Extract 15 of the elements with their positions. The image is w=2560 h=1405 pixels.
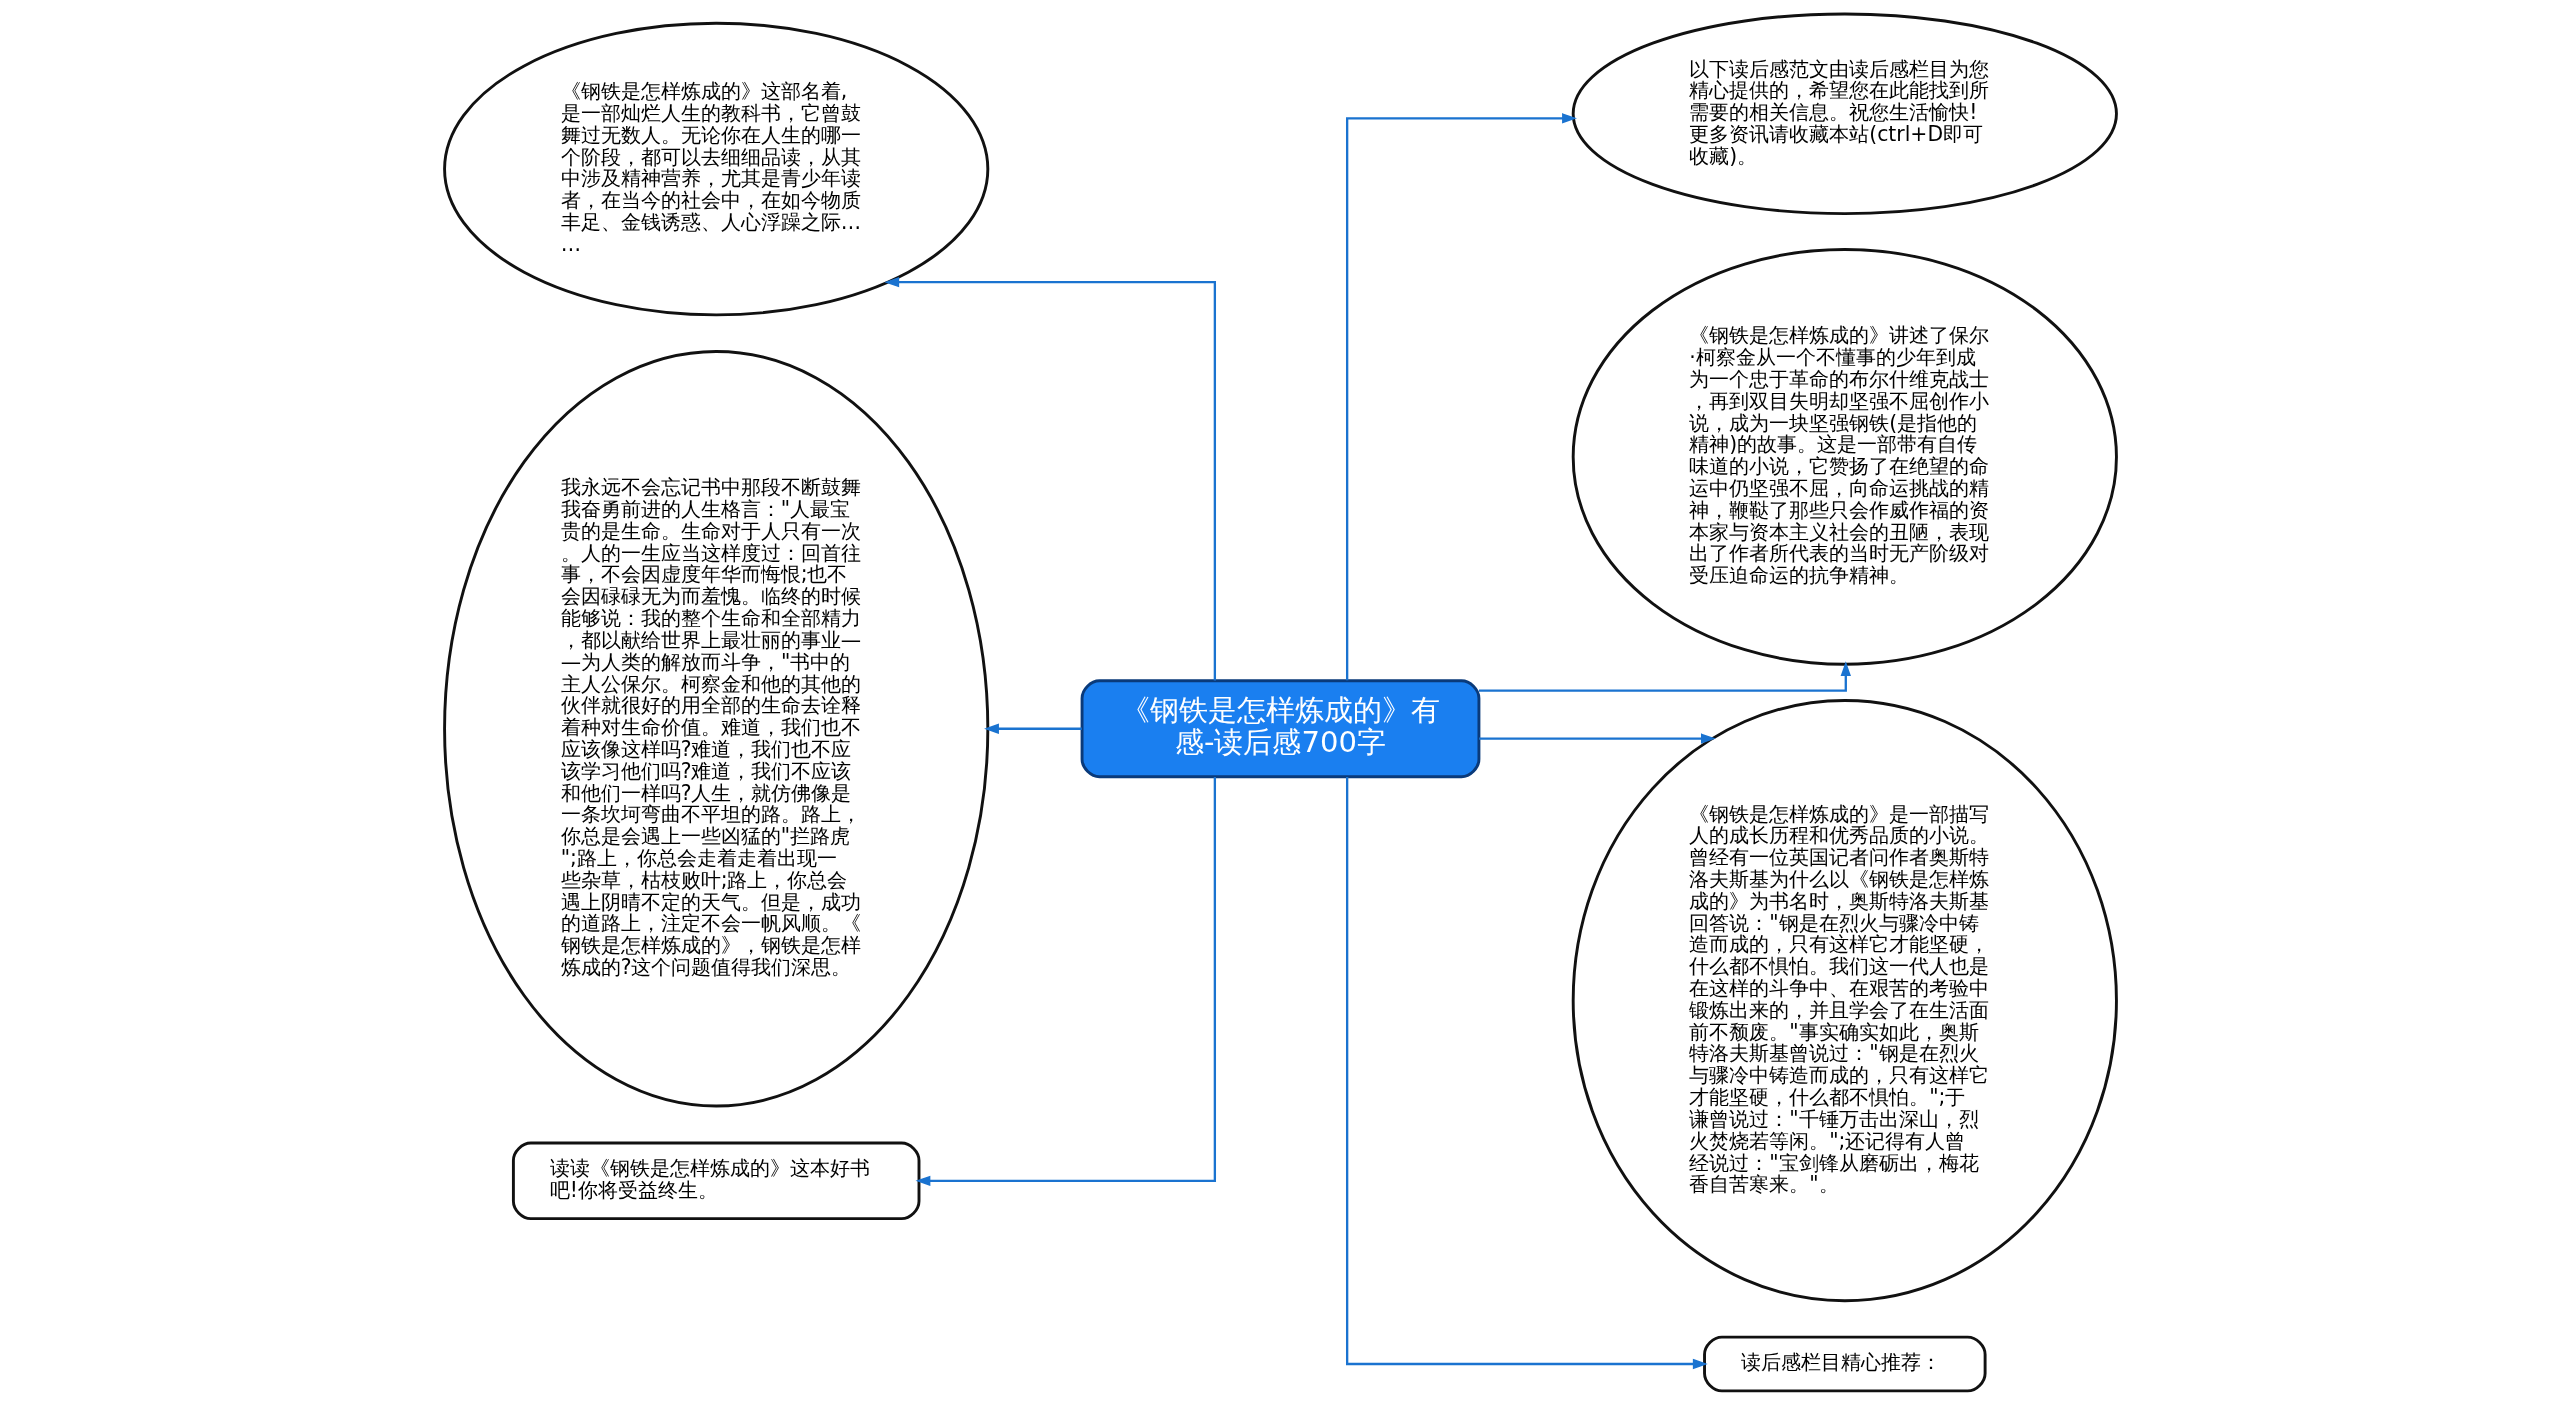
arrow bbox=[1345, 777, 1708, 1370]
arrow bbox=[983, 723, 1082, 734]
node-box: 读读《钢铁是怎样炼成的》这本好书吧!你将受益终生。 bbox=[511, 1141, 920, 1221]
arrow bbox=[1478, 733, 1716, 744]
node-ellipse: 《钢铁是怎样炼成的》这部名着,是一部灿烂人生的教科书，它曾鼓舞过无数人。无论你在人生的哪一个阶段，都可以去细细品读，从其中涉及精神营养，尤其是青少年读者，在当今的社会中，在如今物质丰足、金钱诱惑、人心浮躁之际…… bbox=[442, 21, 989, 317]
arrow bbox=[883, 276, 1216, 681]
arrow bbox=[915, 777, 1216, 1187]
node-circle: 《钢铁是怎样炼成的》是一部描写人的成长历程和优秀品质的小说。曾经有一位英国记者问作者奥斯特洛夫斯基为什么以《钢铁是怎样炼成的》为书名时，奥斯特洛夫斯基回答说："钢是在烈火与骤冷中铸造而成的，只有这样它才能坚硬，什么都不惧怕。我们这一代人也是在这样的斗争中、在艰苦的考验中锻炼出来的，并且学会了在生活面前不颓废。"事实确实如此，奥斯特洛夫斯基曾说过："钢是在烈火与骤冷中铸造而成的，只有这样它才能坚硬，什么都不惧怕。";于谦曾说过："千锤万击出深山，烈火焚烧若等闲。";还记得有人曾经说过："宝剑锋从磨砺出，梅花香自苦寒来。"。 bbox=[1571, 699, 2118, 1303]
node-ellipse: 《钢铁是怎样炼成的》讲述了保尔·柯察金从一个不懂事的少年到成为一个忠于革命的布尔什维克战士，再到双目失明却坚强不屈创作小说，成为一块坚强钢铁(是指他的精神)的故事。这是一部带有自传味道的小说，它赞扬了在绝望的命运中仍坚强不屈，向命运挑战的精神，鞭鞑了那些只会作威作福的资本家与资本主义社会的丑陋，表现出了作者所代表的当时无产阶级对受压迫命运的抗争精神。 bbox=[1571, 248, 2118, 666]
node-ellipse: 我永远不会忘记书中那段不断鼓舞我奋勇前进的人生格言："人最宝贵的是生命。生命对于人只有一次。人的一生应当这样度过：回首往事，不会因虚度年华而悔恨;也不会因碌碌无为而羞愧。临终的时候能够说：我的整个生命和全部精力，都以献给世界上最壮丽的事业——为人类的解放而斗争，"书中的主人公保尔。柯察金和他的其他的伙伴就很好的用全部的生命去诠释着种对生命价值。难道，我们也不应该像这样吗?难道，我们也不应该学习他们吗?难道，我们不应该和他们一样吗?人生，就仿佛像是一条坎坷弯曲不平坦的路。路上，你总是会遇上一些凶猛的"拦路虎";路上，你总会走着走着出现一些杂草，枯枝败叶;路上，你总会遇上阴晴不定的天气。但是，成功的道路上，注定不会一帆风顺。《钢铁是怎样炼成的》，钢铁是怎样炼成的?这个问题值得我们深思。 bbox=[442, 350, 989, 1108]
arrow bbox=[1478, 661, 1851, 692]
node-ellipse: 以下读后感范文由读后感栏目为您精心提供的，希望您在此能找到所需要的相关信息。祝您生活愉快!更多资讯请收藏本站(ctrl+D即可收藏)。 bbox=[1571, 12, 2118, 216]
node-box: 读后感栏目精心推荐： bbox=[1702, 1335, 1987, 1393]
arrow bbox=[1345, 113, 1577, 681]
node-box: 《钢铁是怎样炼成的》有感-读后感700字 bbox=[1080, 679, 1480, 779]
